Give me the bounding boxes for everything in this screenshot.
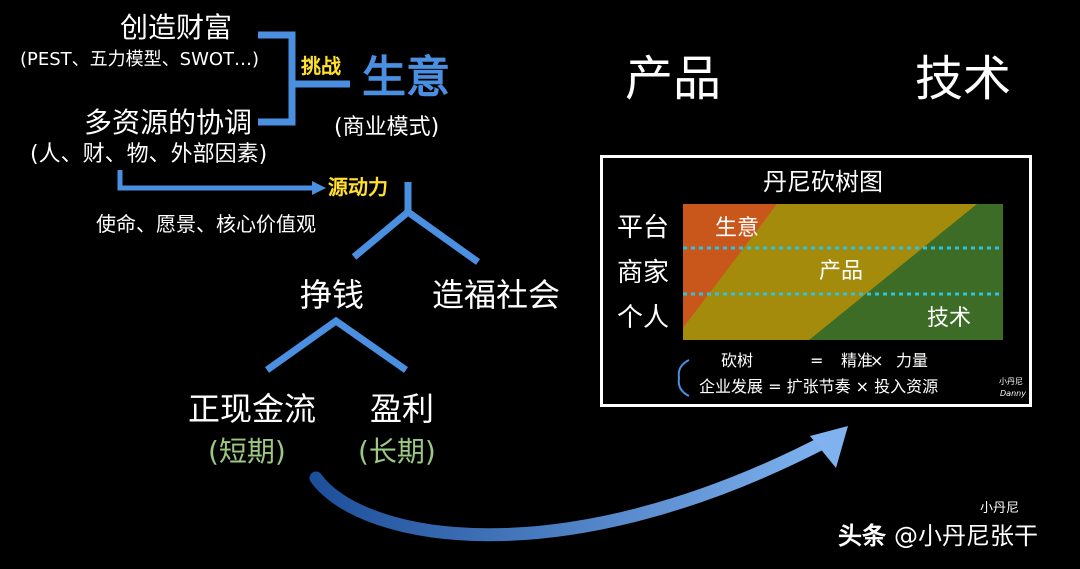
driving-force-arrowhead [312,181,326,195]
panel-title: 丹尼砍树图 [763,168,883,196]
row-label-individual: 个人 [617,303,670,333]
band-product [683,204,977,340]
formula1-term-a: 精准 [841,351,874,370]
challenge-label: 挑战 [301,54,341,78]
cash-flow-term: (短期) [208,435,286,468]
driving-force-label: 源动力 [328,175,388,199]
watermark-handle: @小丹尼张干 [894,522,1038,550]
make-money-label: 挣钱 [300,276,365,314]
technology-heading: 技术 [915,51,1012,107]
business-subtitle: (商业模式) [334,115,440,140]
panel-signature-bottom: Danny [1000,389,1026,398]
panel-signature-top: 小丹尼 [999,377,1023,386]
create-wealth-label: 创造财富 [120,11,233,44]
formula-brace-icon [677,359,690,397]
band-technology-label: 技术 [927,306,972,331]
progress-curve-arrowhead [810,426,848,468]
tree-branch-top [351,182,481,265]
band-business-label: 生意 [715,216,760,241]
mission-label: 使命、愿景、核心价值观 [96,212,316,236]
product-heading: 产品 [625,51,722,107]
progress-curve-arrow [309,433,835,542]
band-chart [683,204,1003,340]
tree-branch-bottom [264,316,409,373]
create-wealth-subtitle: (PEST、五力模型、SWOT…) [20,49,260,70]
profit-label: 盈利 [370,390,435,428]
benefit-society-label: 造福社会 [432,276,561,314]
formula1-term-b: 力量 [896,351,929,370]
formula1-times: × [870,351,884,370]
driving-force-arrow [117,170,315,191]
watermark-source: 头条 [838,522,886,550]
row-label-platform: 平台 [617,213,670,243]
challenge-bracket [258,31,350,126]
formula1-left: 砍树 [721,351,754,370]
business-title: 生意 [362,52,450,103]
tree-cutting-panel: 丹尼砍树图 平台 商家 个人 生意 产品 技术 砍树 = 精准 × 力量 企业发… [600,155,1032,407]
coordination-label: 多资源的协调 [84,106,253,139]
watermark-signature: 小丹尼 [980,501,1020,516]
coordination-subtitle: (人、财、物、外部因素) [30,142,268,167]
row-label-merchant: 商家 [617,258,670,288]
band-product-label: 产品 [819,259,864,284]
formula1-equals: = [810,351,824,370]
band-business [683,204,777,328]
cash-flow-label: 正现金流 [188,390,317,428]
profit-term: (长期) [358,435,436,468]
formula2: 企业发展 = 扩张节奏 × 投入资源 [699,377,939,396]
